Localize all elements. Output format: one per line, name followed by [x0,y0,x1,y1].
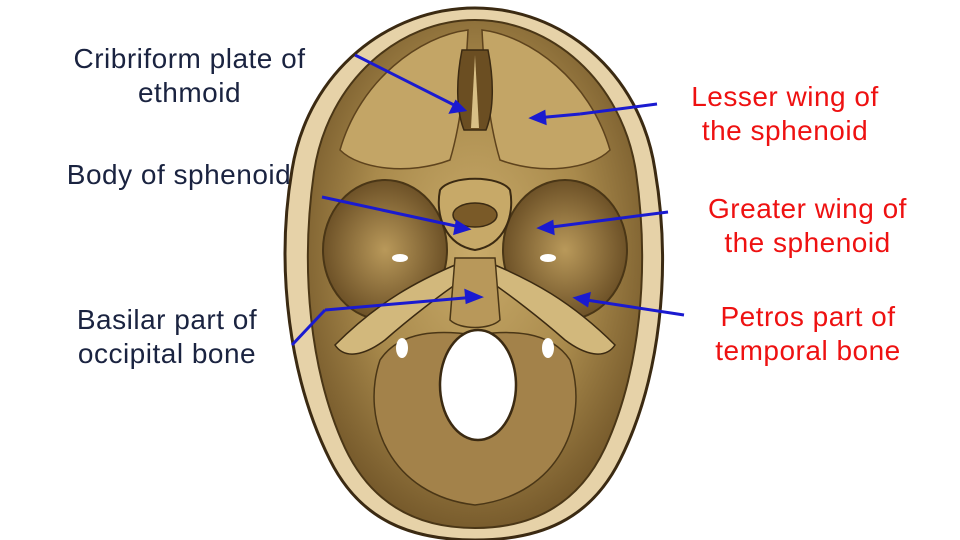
arrow-petros [579,297,685,317]
label-basilar-part: Basilar part of occipital bone [76,304,258,370]
arrow-greater-wing [543,210,669,230]
label-petros-part: Petros part of temporal bone [715,301,901,367]
arrow-greater-wing-head [536,219,555,236]
petrous-left [334,264,463,355]
arrow-lesser-wing-head [528,109,547,126]
jugular-foramen-right [542,338,554,358]
pointer-arrows [290,53,685,347]
arrow-cribriform-head [448,99,468,114]
petrous-right [487,264,616,355]
arrow-petros-head [572,291,591,308]
arrow-lesser-wing-a [579,102,658,116]
crista-galli [471,55,479,128]
foramen-magnum [438,328,518,442]
label-greater-wing: Greater wing of the sphenoid [708,193,907,259]
label-cribriform-plate: Cribriform plate of ethmoid [73,43,306,109]
arrow-basilar-head [464,288,484,305]
sella-turcica [452,202,498,228]
arrow-body-sphenoid [321,195,466,230]
foramen-left [392,254,408,262]
arrow-body-sphenoid-head [453,219,472,236]
arrow-basilar-a [290,308,327,347]
arrow-basilar-b [324,295,477,312]
arrow-cribriform [354,53,461,110]
foramen-right [540,254,556,262]
jugular-foramen-left [396,338,408,358]
label-lesser-wing: Lesser wing of the sphenoid [691,81,879,147]
clivus [449,257,501,329]
label-body-of-sphenoid: Body of sphenoid [66,159,292,190]
